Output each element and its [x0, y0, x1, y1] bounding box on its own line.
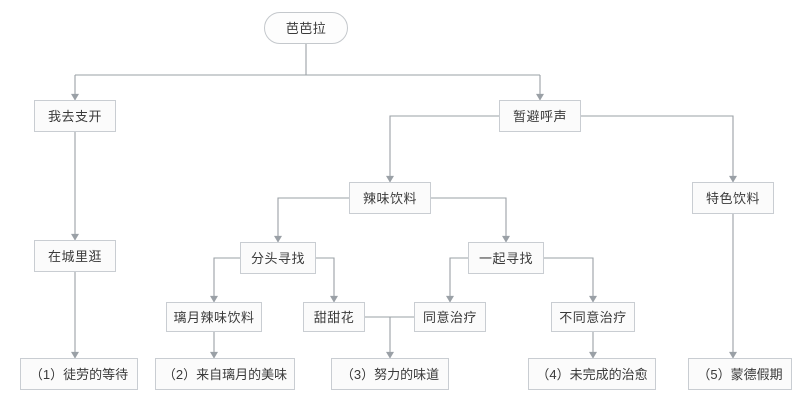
edge-zanbi-tese — [581, 115, 737, 183]
edge-yiqi-tongyi — [446, 257, 468, 303]
outcome-5[interactable]: （5）蒙德假期 — [688, 358, 792, 390]
edge-zanbi-layin — [386, 115, 499, 183]
node-te-se-yin-liao[interactable]: 特色饮料 — [692, 182, 774, 214]
outcome-4[interactable]: （4）未完成的治愈 — [528, 358, 656, 390]
node-tong-yi-zhi-liao[interactable]: 同意治疗 — [414, 302, 486, 332]
node-la-wei-yin-liao[interactable]: 辣味饮料 — [349, 182, 431, 214]
outcome-2[interactable]: （2）来自璃月的美味 — [155, 358, 295, 390]
edge-yiqi-butongyi — [544, 257, 597, 303]
node-zai-cheng-li-guang[interactable]: 在城里逛 — [34, 240, 116, 272]
node-zan-bi-hu-sheng[interactable]: 暂避呼声 — [499, 100, 581, 132]
edge-fentou-tiantian — [316, 257, 338, 303]
outcome-1[interactable]: （1）徒劳的等待 — [20, 358, 138, 390]
node-root[interactable]: 芭芭拉 — [264, 12, 348, 44]
node-tian-tian-hua[interactable]: 甜甜花 — [303, 302, 365, 332]
outcome-3[interactable]: （3）努力的味道 — [331, 358, 449, 390]
node-wo-qu-zhi-kai[interactable]: 我去支开 — [34, 100, 116, 132]
node-fen-tou-xun-zhao[interactable]: 分头寻找 — [240, 242, 316, 274]
node-bu-tong-yi-zhi-liao[interactable]: 不同意治疗 — [551, 302, 635, 332]
edge-layin-yiqi — [431, 197, 510, 243]
node-li-yue-la-wei-yin-liao[interactable]: 璃月辣味饮料 — [166, 302, 262, 332]
edge-layin-fentou — [274, 197, 349, 243]
node-yi-qi-xun-zhao[interactable]: 一起寻找 — [468, 242, 544, 274]
edge-fentou-liyue — [210, 257, 240, 303]
